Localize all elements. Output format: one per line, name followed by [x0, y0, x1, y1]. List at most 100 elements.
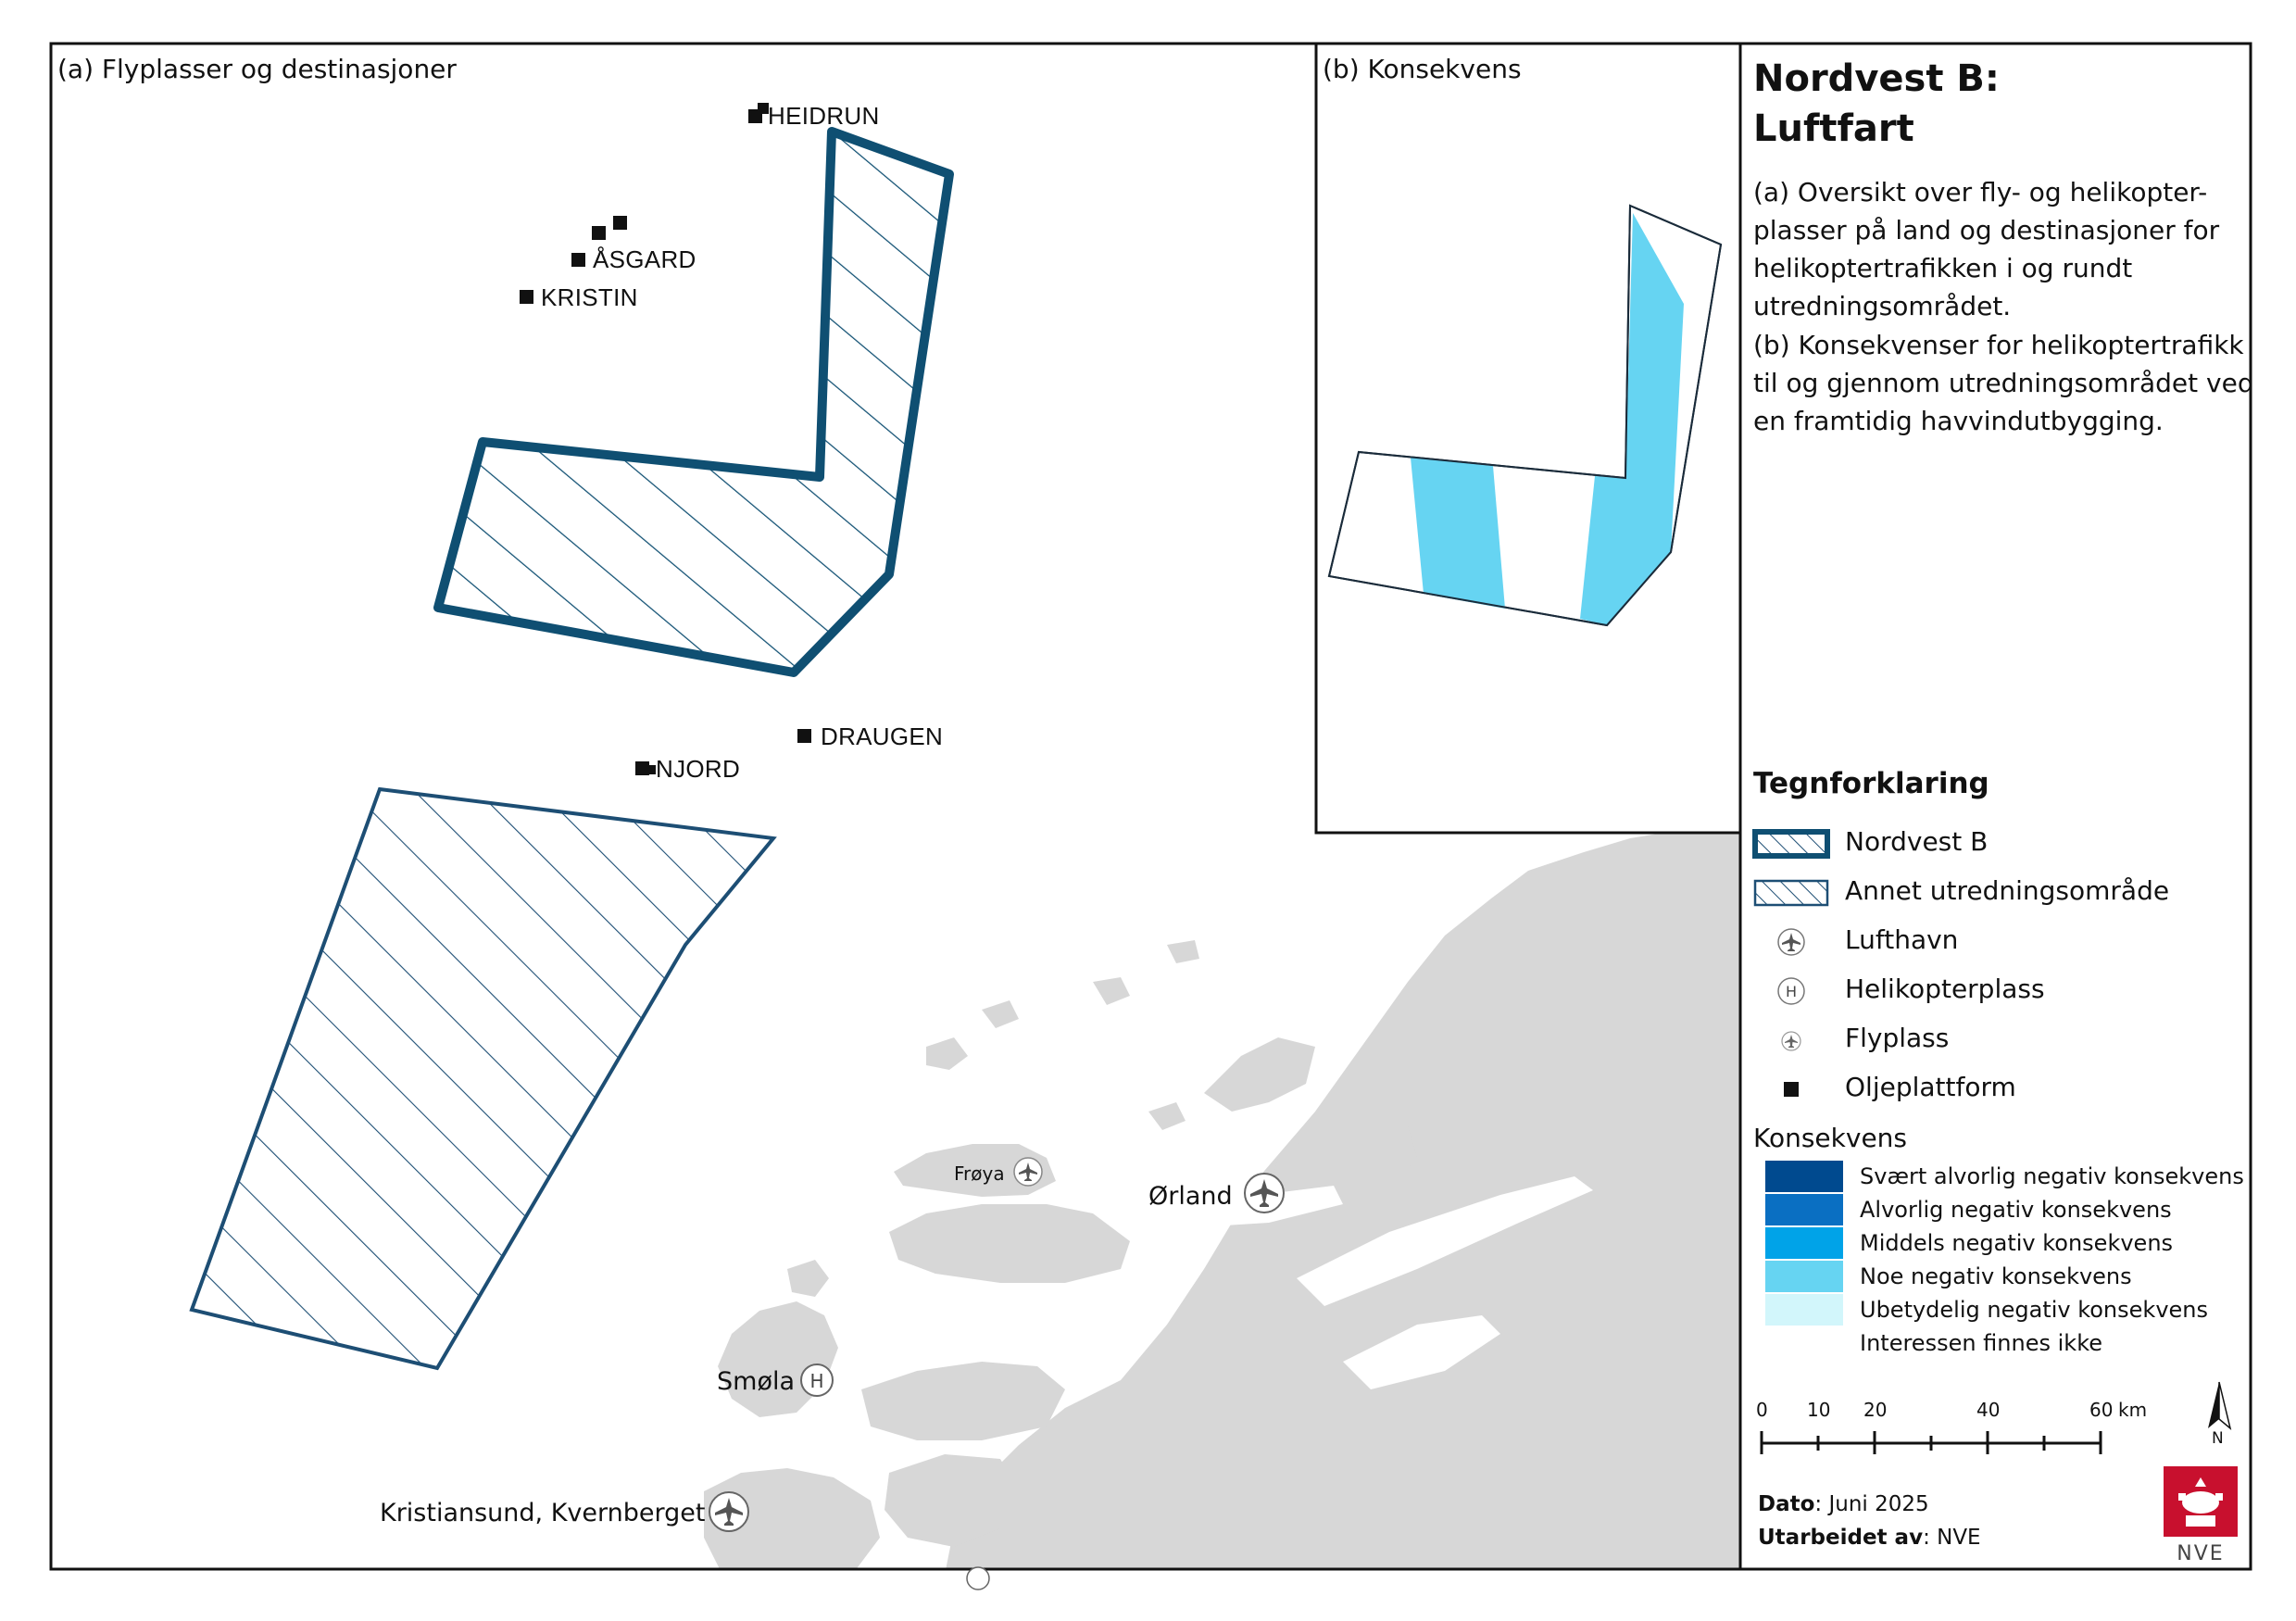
- footer-date-label: Dato: [1758, 1492, 1815, 1516]
- footer-date: Dato: Juni 2025: [1758, 1492, 1929, 1516]
- fjord-2: [1343, 1315, 1500, 1389]
- svg-text:H: H: [1786, 983, 1797, 1000]
- legend-label-platform: Oljeplattform: [1845, 1072, 2016, 1102]
- scale-tick-label: 20: [1863, 1399, 1888, 1421]
- konsekvens-swatch: [1765, 1227, 1843, 1259]
- scale-tick-label: 40: [1976, 1399, 2001, 1421]
- fjord-1: [1297, 1176, 1593, 1306]
- platform-marker-njord: [635, 761, 649, 775]
- hitra-island: [889, 1204, 1130, 1283]
- scale-tick-label: 10: [1807, 1399, 1831, 1421]
- konsekvens-swatch: [1765, 1327, 1843, 1359]
- platform-label-njord: NJORD: [656, 755, 741, 783]
- place-label-orland: Ørland: [1148, 1182, 1233, 1211]
- konsekvens-row: Middels negativ konsekvens: [1765, 1227, 2173, 1259]
- scale-tick-label: 60: [2089, 1399, 2114, 1421]
- legend-symbols: H: [1752, 829, 1830, 1097]
- konsekvens-label: Alvorlig negativ konsekvens: [1860, 1197, 2172, 1223]
- konsekvens-row: Svært alvorlig negativ konsekvens: [1765, 1161, 2244, 1192]
- platform-marker-kristin: [520, 290, 533, 304]
- konsekvens-swatch: [1765, 1261, 1843, 1292]
- legend-platform-icon: [1784, 1082, 1799, 1097]
- legend-heliport-icon: H: [1777, 977, 1805, 1005]
- konsekvens-row: Alvorlig negativ konsekvens: [1765, 1194, 2172, 1225]
- smola-island: [718, 1301, 838, 1417]
- footer-author-label: Utarbeidet av: [1758, 1526, 1924, 1550]
- kristiansund-area: [704, 1468, 880, 1569]
- platform-marker-asgard-1: [592, 226, 606, 240]
- partial-airport-icon: [966, 1566, 990, 1590]
- fosen-coast: [1204, 1037, 1315, 1112]
- north-label: N: [2212, 1429, 2224, 1448]
- nve-logo-text: NVE: [2177, 1542, 2225, 1565]
- platform-label-asgard: ÅSGARD: [593, 245, 696, 273]
- platform-marker-draugen: [797, 729, 811, 743]
- konsekvens-row: Ubetydelig negativ konsekvens: [1765, 1294, 2208, 1326]
- konsekvens-outline-stroke: [1327, 204, 1723, 627]
- legend-nordvest-b-swatch: [1752, 829, 1830, 859]
- other-study-area: [189, 786, 777, 1371]
- kristiansund-airport-icon: [709, 1491, 749, 1532]
- konsekvens-swatch: [1765, 1294, 1843, 1326]
- tustna-area: [861, 1362, 1065, 1440]
- orland-airport-icon: [1244, 1173, 1285, 1213]
- konsekvens-row: Interessen finnes ikke: [1765, 1327, 2102, 1359]
- coast-peninsula: [1269, 1112, 1417, 1204]
- land-layer: [704, 824, 1739, 1569]
- konsekvens-label: Interessen finnes ikke: [1860, 1330, 2102, 1356]
- konsekvens-swatch: [1765, 1161, 1843, 1192]
- place-label-froya: Frøya: [954, 1162, 1005, 1185]
- smola-heliport-icon: H: [800, 1363, 834, 1397]
- scale-unit: km: [2118, 1399, 2148, 1421]
- nordvest-b-area: [433, 127, 954, 677]
- panel-b-title: (b) Konsekvens: [1323, 54, 1522, 84]
- nve-logo: [2164, 1466, 2238, 1537]
- scale-bar: [1760, 1431, 2102, 1454]
- konsekvens-label: Svært alvorlig negativ konsekvens: [1860, 1163, 2244, 1189]
- averoy-area: [885, 1454, 1019, 1547]
- konsekvens-label: Middels negativ konsekvens: [1860, 1230, 2174, 1256]
- footer-author-value: : NVE: [1923, 1526, 1981, 1550]
- legend-airport-icon: [1777, 928, 1805, 956]
- legend-label-airfield: Flyplass: [1845, 1023, 1950, 1053]
- oil-platforms: [520, 103, 811, 775]
- platform-marker-heidrun-2: [758, 103, 769, 114]
- platform-marker-asgard-2: [613, 216, 627, 230]
- platform-marker-asgard-3: [571, 253, 585, 267]
- legend-label-nordvest-b: Nordvest B: [1845, 826, 1989, 857]
- legend-label-airport: Lufthavn: [1845, 924, 1959, 955]
- map-title-line2: Luftfart: [1753, 107, 1914, 150]
- map-title-line1: Nordvest B:: [1753, 57, 2000, 100]
- legend-label-other-area: Annet utredningsområde: [1845, 875, 2170, 906]
- platform-label-draugen: DRAUGEN: [821, 723, 944, 750]
- panel-b-map: [1327, 204, 1723, 627]
- svg-text:H: H: [809, 1370, 823, 1392]
- description-a: (a) Oversikt over fly- og helikopter-pla…: [1753, 177, 2220, 321]
- platform-label-heidrun: HEIDRUN: [768, 102, 880, 130]
- konsekvens-heading: Konsekvens: [1753, 1123, 1908, 1153]
- konsekvens-swatch: [1765, 1194, 1843, 1225]
- froya-airfield-icon: [1013, 1157, 1043, 1187]
- konsekvens-zone-west: [1411, 458, 1505, 609]
- footer-date-value: : Juni 2025: [1814, 1492, 1929, 1516]
- smola-small-island: [787, 1260, 829, 1297]
- map-symbols: H: [709, 1157, 1285, 1590]
- platform-label-kristin: KRISTIN: [541, 283, 638, 311]
- place-label-kristiansund: Kristiansund, Kvernberget: [380, 1499, 706, 1527]
- description-b: (b) Konsekvenser for helikoptertrafikk t…: [1753, 330, 2254, 436]
- froya-island: [894, 1144, 1056, 1197]
- legend-heading: Tegnforklaring: [1753, 767, 1989, 800]
- place-label-smola: Smøla: [717, 1367, 796, 1396]
- legend-label-heliport: Helikopterplass: [1845, 974, 2045, 1004]
- konsekvens-row: Noe negativ konsekvens: [1765, 1261, 2132, 1292]
- platform-marker-njord-2: [646, 765, 656, 774]
- scale-tick-label: 0: [1756, 1399, 1768, 1421]
- panel-a-title: (a) Flyplasser og destinasjoner: [57, 54, 457, 84]
- legend-other-area-swatch: [1753, 879, 1829, 907]
- north-arrow-icon: [2208, 1381, 2232, 1431]
- skerries: [926, 940, 1199, 1130]
- footer-author: Utarbeidet av: NVE: [1758, 1526, 1981, 1550]
- legend-airfield-icon: [1781, 1031, 1801, 1051]
- konsekvens-zone-east: [1580, 213, 1684, 625]
